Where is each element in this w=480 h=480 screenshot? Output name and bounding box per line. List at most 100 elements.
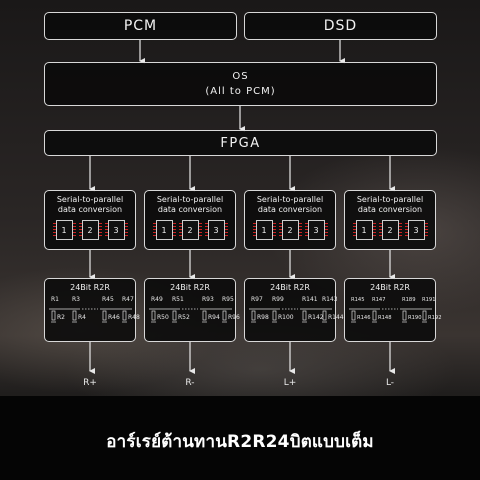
chip-icon: 3 [104,220,128,240]
caption-band [0,396,480,480]
resistor-symbol [202,310,207,321]
dsd-input-box: DSD [244,12,437,40]
resistor-symbol [322,310,327,321]
os-label: OS [232,71,249,82]
pcm-label: PCM [123,18,158,34]
resistor-label: R52 [178,314,190,321]
chip-icon: 2 [178,220,202,240]
resistor-symbol [51,310,56,321]
r2r-title: 24Bit R2R [170,283,210,292]
resistor-label: R145 [351,297,365,303]
resistor-label: R143 [322,296,338,303]
resistor-label: R189 [402,297,416,303]
os-sublabel: (All to PCM) [205,86,276,97]
resistor-label: R45 [102,296,114,303]
resistor-label: R141 [302,296,318,303]
resistor-symbol [402,310,407,321]
resistor-label: R50 [157,314,169,321]
caption-text: อาร์เรย์ต้านทานR2R24บิตแบบเต็ม [106,432,374,452]
fpga-label: FPGA [220,135,261,151]
output-label: L- [385,378,395,388]
resistor-symbol [102,310,107,321]
resistor-symbol [272,310,277,321]
r2r-title: 24Bit R2R [370,283,410,292]
resistor-symbol [122,310,127,321]
resistor-symbol [422,310,427,321]
resistor-label: R49 [151,296,163,303]
output-label: L+ [283,378,297,388]
resistor-label: R1 [51,296,59,303]
resistor-label: R191 [422,297,436,303]
converter-subtitle: data conversion [357,205,423,214]
resistor-label: R96 [228,314,240,321]
converter-title: Serial-to-parallel [256,195,324,204]
dsd-label: DSD [323,18,358,34]
resistor-label: R51 [172,296,184,303]
resistor-symbol [72,310,77,321]
chip-icon: 2 [278,220,302,240]
resistor-label: R99 [272,296,284,303]
resistor-label: R95 [222,296,234,303]
chip-icon: 1 [152,220,176,240]
converter-subtitle: data conversion [157,205,223,214]
resistor-label: R190 [408,315,422,321]
converter-title: Serial-to-parallel [356,195,424,204]
resistor-label: R192 [428,315,442,321]
resistor-symbol [222,310,227,321]
converter-subtitle: data conversion [257,205,323,214]
resistor-label: R48 [128,314,140,321]
resistor-symbol [351,310,356,321]
resistor-label: R142 [308,314,324,321]
chip-icon: 3 [304,220,328,240]
resistor-label: R98 [257,314,269,321]
chip-icon: 1 [52,220,76,240]
chip-icon: 2 [78,220,102,240]
resistor-symbol [151,310,156,321]
resistor-label: R147 [372,297,386,303]
resistor-label: R97 [251,296,263,303]
pcm-input-box: PCM [44,12,237,40]
os-box: OS (All to PCM) [44,62,437,106]
output-label: R- [185,378,195,388]
resistor-label: R4 [78,314,86,321]
resistor-label: R93 [202,296,214,303]
converter-subtitle: data conversion [57,205,123,214]
r2r-title: 24Bit R2R [270,283,310,292]
resistor-label: R100 [278,314,294,321]
resistor-label: R46 [108,314,120,321]
converter-title: Serial-to-parallel [56,195,124,204]
output-label: R+ [83,378,97,388]
resistor-symbol [372,310,377,321]
resistor-label: R47 [122,296,134,303]
fpga-box: FPGA [44,130,437,156]
resistor-label: R146 [357,315,371,321]
resistor-label: R3 [72,296,80,303]
resistor-symbol [251,310,256,321]
resistor-symbol [302,310,307,321]
chip-icon: 3 [404,220,428,240]
chip-icon: 1 [252,220,276,240]
r2r-title: 24Bit R2R [70,283,110,292]
chip-icon: 3 [204,220,228,240]
converter-title: Serial-to-parallel [156,195,224,204]
resistor-label: R94 [208,314,220,321]
resistor-label: R148 [378,315,392,321]
resistor-symbol [172,310,177,321]
